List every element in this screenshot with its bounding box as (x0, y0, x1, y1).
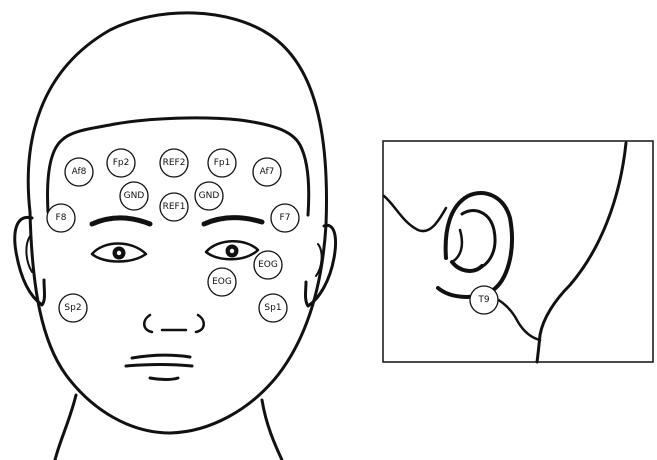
left-eyebrow (204, 218, 262, 224)
electrode-label-af7: Af7 (260, 167, 275, 177)
right-eye (92, 244, 146, 262)
electrode-label-sp2: Sp2 (64, 303, 81, 313)
mouth (126, 355, 192, 379)
electrode-ref2: REF2 (160, 149, 188, 177)
electrode-label-ref1: REF1 (163, 202, 186, 212)
electrode-label-gnd-left: GND (199, 191, 220, 201)
electrode-label-eog-side: EOG (258, 260, 278, 270)
right-eyebrow (92, 218, 150, 224)
electrode-label-ref2: REF2 (163, 158, 186, 168)
nose (144, 315, 204, 332)
electrode-eog-side: EOG (254, 251, 282, 279)
electrode-gnd-right: GND (120, 182, 148, 210)
side-view-frame (383, 141, 653, 362)
electrode-fp2: Fp2 (107, 149, 135, 177)
electrode-label-f8: F8 (56, 213, 67, 223)
front-head-drawing (15, 13, 336, 460)
electrode-label-fp1: Fp1 (214, 158, 231, 168)
electrode-gnd-left: GND (195, 182, 223, 210)
electrode-label-sp1: Sp1 (264, 303, 281, 313)
electrode-sp1: Sp1 (259, 294, 287, 322)
electrode-fp1: Fp1 (208, 149, 236, 177)
electrode-af8: Af8 (65, 158, 93, 186)
front-electrodes: Af8 Fp2 REF2 Fp1 Af7 GND REF1 GND (47, 149, 299, 322)
neck-right (262, 400, 282, 460)
electrode-f7: F7 (271, 204, 299, 232)
electrode-label-eog-below: EOG (212, 277, 232, 287)
electrode-af7: Af7 (253, 158, 281, 186)
left-eye (206, 241, 258, 259)
side-view-panel: T9 (383, 141, 653, 362)
electrode-t9: T9 (470, 286, 498, 314)
electrode-label-af8: Af8 (72, 167, 87, 177)
electrode-eog-below: EOG (208, 268, 236, 296)
neck-left (55, 395, 76, 460)
electrode-label-t9: T9 (477, 295, 489, 305)
electrode-ref1: REF1 (160, 193, 188, 221)
electrode-f8: F8 (47, 204, 75, 232)
electrode-label-fp2: Fp2 (113, 158, 130, 168)
electrode-label-f7: F7 (280, 213, 291, 223)
electrode-label-gnd-right: GND (124, 191, 145, 201)
electrode-sp2: Sp2 (59, 294, 87, 322)
